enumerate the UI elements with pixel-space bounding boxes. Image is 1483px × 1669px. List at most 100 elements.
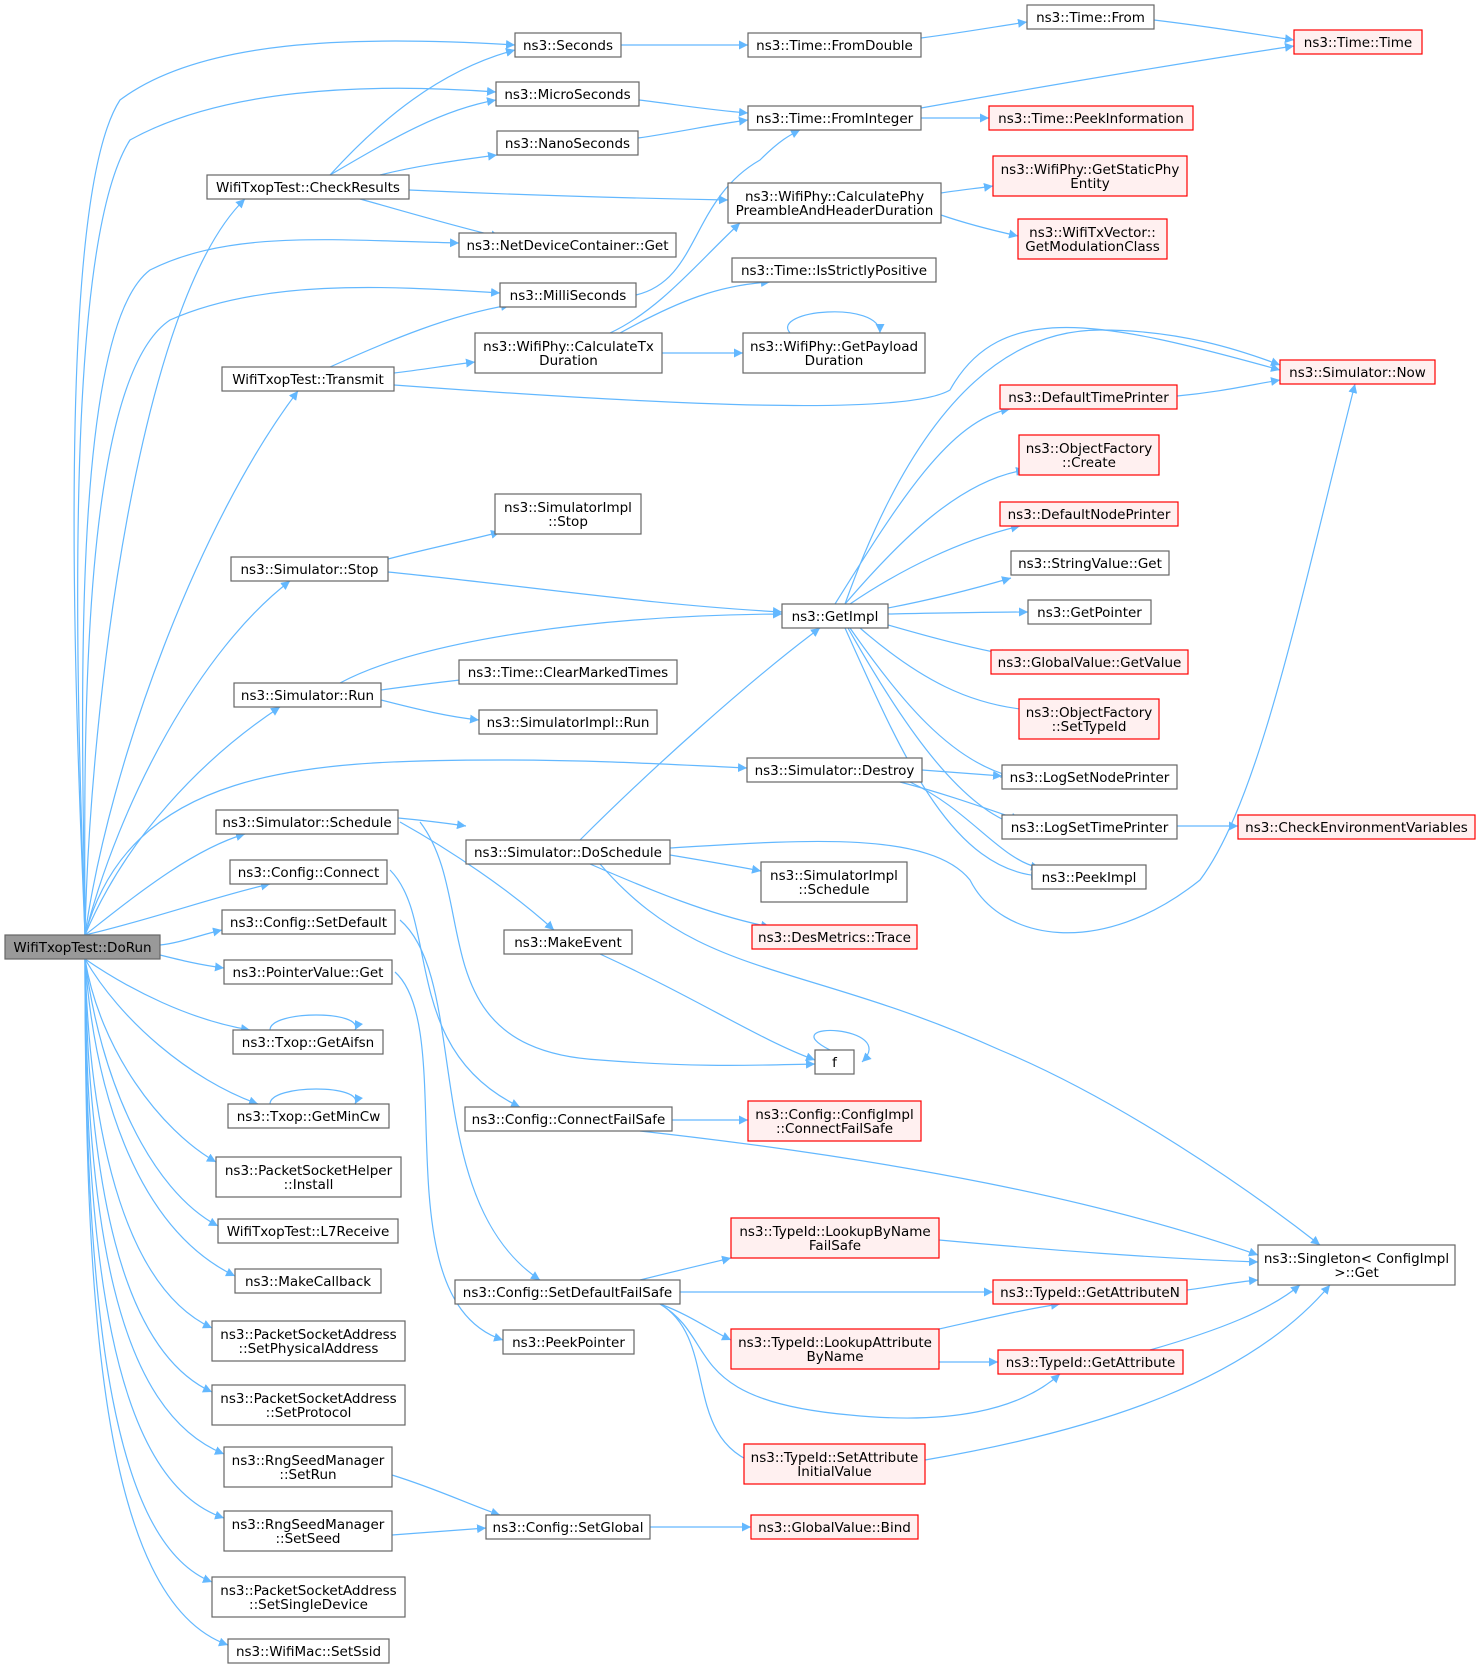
node-label: ns3::Simulator::Destroy: [755, 763, 915, 779]
node-simimplstop[interactable]: ns3::SimulatorImpl::Stop: [494, 493, 642, 535]
node-cfgconnect[interactable]: ns3::Config::Connect: [229, 859, 388, 885]
edge-dosched-to-simnow: [669, 383, 1358, 934]
node-f[interactable]: f: [814, 1049, 855, 1075]
node-timefrom[interactable]: ns3::Time::From: [1026, 4, 1155, 30]
node-strictpos[interactable]: ns3::Time::IsStrictlyPositive: [731, 257, 937, 283]
node-psaphys[interactable]: ns3::PacketSocketAddress::SetPhysicalAdd…: [211, 1320, 406, 1362]
node-simimplsched[interactable]: ns3::SimulatorImpl::Schedule: [760, 861, 908, 903]
node-box: [4, 934, 161, 960]
node-gvgetvalue[interactable]: ns3::GlobalValue::GetValue: [990, 649, 1189, 675]
node-getmodclass[interactable]: ns3::WifiTxVector::GetModulationClass: [1017, 218, 1168, 260]
node-seconds[interactable]: ns3::Seconds: [514, 32, 622, 58]
node-box: [1237, 814, 1476, 840]
node-simstop[interactable]: ns3::Simulator::Stop: [230, 556, 389, 582]
edge-getimpl-to-ofsettype: [859, 627, 1031, 714]
node-ofcreate[interactable]: ns3::ObjectFactory::Create: [1018, 434, 1160, 476]
edge-getimpl-to-defnodeprinter: [849, 523, 1021, 605]
node-ndcget[interactable]: ns3::NetDeviceContainer::Get: [458, 232, 677, 258]
node-box: [211, 1576, 406, 1618]
node-strvalget[interactable]: ns3::StringValue::Get: [1010, 550, 1170, 576]
node-ofsettype[interactable]: ns3::ObjectFactory::SetTypeId: [1018, 698, 1160, 740]
node-destrace[interactable]: ns3::DesMetrics::Trace: [751, 924, 918, 950]
node-simnow[interactable]: ns3::Simulator::Now: [1279, 359, 1436, 385]
node-label: ns3::Config::ConnectFailSafe: [472, 1112, 666, 1128]
node-simsched[interactable]: ns3::Simulator::Schedule: [215, 809, 399, 835]
node-connfail[interactable]: ns3::Config::ConnectFailSafe: [464, 1106, 673, 1132]
node-setglobal[interactable]: ns3::Config::SetGlobal: [485, 1514, 651, 1540]
node-box: [1001, 814, 1178, 840]
node-psasingle[interactable]: ns3::PacketSocketAddress::SetSingleDevic…: [211, 1576, 406, 1618]
node-pshinstall[interactable]: ns3::PacketSocketHelper::Install: [215, 1156, 402, 1198]
node-getattr[interactable]: ns3::TypeId::GetAttribute: [997, 1349, 1184, 1375]
node-label: ns3::GlobalValue::GetValue: [998, 655, 1182, 671]
node-logsettime[interactable]: ns3::LogSetTimePrinter: [1001, 814, 1178, 840]
node-peekinfo[interactable]: ns3::Time::PeekInformation: [988, 105, 1194, 131]
edge-dorun-to-simsched: [84, 832, 246, 936]
node-micro[interactable]: ns3::MicroSeconds: [495, 81, 640, 107]
node-makecb[interactable]: ns3::MakeCallback: [234, 1268, 382, 1294]
node-logsetnode[interactable]: ns3::LogSetNodePrinter: [1001, 764, 1178, 790]
edge-checkres-to-micro: [329, 97, 497, 176]
node-box: [751, 924, 918, 950]
node-getattrn[interactable]: ns3::TypeId::GetAttributeN: [992, 1279, 1188, 1305]
node-nano[interactable]: ns3::NanoSeconds: [496, 130, 639, 156]
node-rngrun[interactable]: ns3::RngSeedManager::SetRun: [223, 1446, 393, 1488]
node-ptrget[interactable]: ns3::PointerValue::Get: [223, 959, 393, 985]
node-box: [743, 1443, 926, 1485]
node-psaproto[interactable]: ns3::PacketSocketAddress::SetProtocol: [211, 1384, 406, 1426]
node-label: ByName: [806, 1349, 863, 1365]
node-deftimeprinter[interactable]: ns3::DefaultTimePrinter: [999, 384, 1178, 410]
node-timetime[interactable]: ns3::Time::Time: [1293, 29, 1423, 55]
node-singleton[interactable]: ns3::Singleton< ConfigImpl>::Get: [1257, 1244, 1456, 1286]
edge-checkres-to-nano: [379, 151, 498, 176]
node-box: [232, 1029, 384, 1055]
node-simdestroy[interactable]: ns3::Simulator::Destroy: [746, 757, 923, 783]
node-transmit[interactable]: WifiTxopTest::Transmit: [221, 366, 395, 392]
node-cfgsetdef[interactable]: ns3::Config::SetDefault: [221, 909, 396, 935]
node-makeevent[interactable]: ns3::MakeEvent: [503, 929, 633, 955]
node-label: Duration: [539, 353, 598, 369]
edge-connfail-to-singleton: [639, 1130, 1259, 1257]
edge-dorun-to-simrun: [84, 706, 281, 936]
node-clearmarked[interactable]: ns3::Time::ClearMarkedTimes: [458, 659, 678, 685]
node-label: ns3::Time::ClearMarkedTimes: [468, 665, 668, 681]
node-getpointer[interactable]: ns3::GetPointer: [1027, 599, 1152, 625]
edge-dorun-to-rngseed: [84, 958, 225, 1520]
edge-getaifsn-to-getaifsn: [269, 1014, 364, 1031]
node-dorun[interactable]: WifiTxopTest::DoRun: [4, 934, 161, 960]
node-peekimpl[interactable]: ns3::PeekImpl: [1031, 864, 1147, 890]
node-l7recv[interactable]: WifiTxopTest::L7Receive: [217, 1218, 399, 1244]
node-gvbind[interactable]: ns3::GlobalValue::Bind: [750, 1514, 919, 1540]
node-simimplrun[interactable]: ns3::SimulatorImpl::Run: [478, 709, 658, 735]
node-cfgimplconn[interactable]: ns3::Config::ConfigImpl::ConnectFailSafe: [747, 1100, 922, 1142]
node-checkres[interactable]: WifiTxopTest::CheckResults: [206, 174, 410, 200]
node-checkenv[interactable]: ns3::CheckEnvironmentVariables: [1237, 814, 1476, 840]
node-rngseed[interactable]: ns3::RngSeedManager::SetSeed: [223, 1510, 393, 1552]
edge-simrun-to-clearmarked: [380, 675, 471, 691]
edge-simstop-to-getimpl: [387, 571, 783, 617]
node-box: [730, 1328, 940, 1370]
node-defnodeprinter[interactable]: ns3::DefaultNodePrinter: [999, 501, 1179, 527]
node-box: [215, 809, 399, 835]
node-milli[interactable]: ns3::MilliSeconds: [499, 282, 637, 308]
node-setdeffail[interactable]: ns3::Config::SetDefaultFailSafe: [454, 1279, 681, 1305]
node-label: ns3::TypeId::SetAttribute: [751, 1450, 919, 1466]
node-dosched[interactable]: ns3::Simulator::DoSchedule: [465, 839, 671, 865]
node-getaifsn[interactable]: ns3::Txop::GetAifsn: [232, 1029, 384, 1055]
node-calcpre[interactable]: ns3::WifiPhy::CalculatePhyPreambleAndHea…: [727, 182, 942, 224]
node-label: ns3::GetImpl: [792, 609, 879, 625]
edge-dorun-to-getaifsn: [84, 958, 251, 1033]
node-fromint[interactable]: ns3::Time::FromInteger: [747, 105, 922, 131]
node-fromdouble[interactable]: ns3::Time::FromDouble: [747, 32, 922, 58]
node-simrun[interactable]: ns3::Simulator::Run: [233, 682, 382, 708]
node-getimpl[interactable]: ns3::GetImpl: [781, 603, 889, 629]
node-getmincw[interactable]: ns3::Txop::GetMinCw: [227, 1103, 390, 1129]
node-peekptr[interactable]: ns3::PeekPointer: [502, 1329, 635, 1355]
node-setssid[interactable]: ns3::WifiMac::SetSsid: [227, 1638, 390, 1664]
